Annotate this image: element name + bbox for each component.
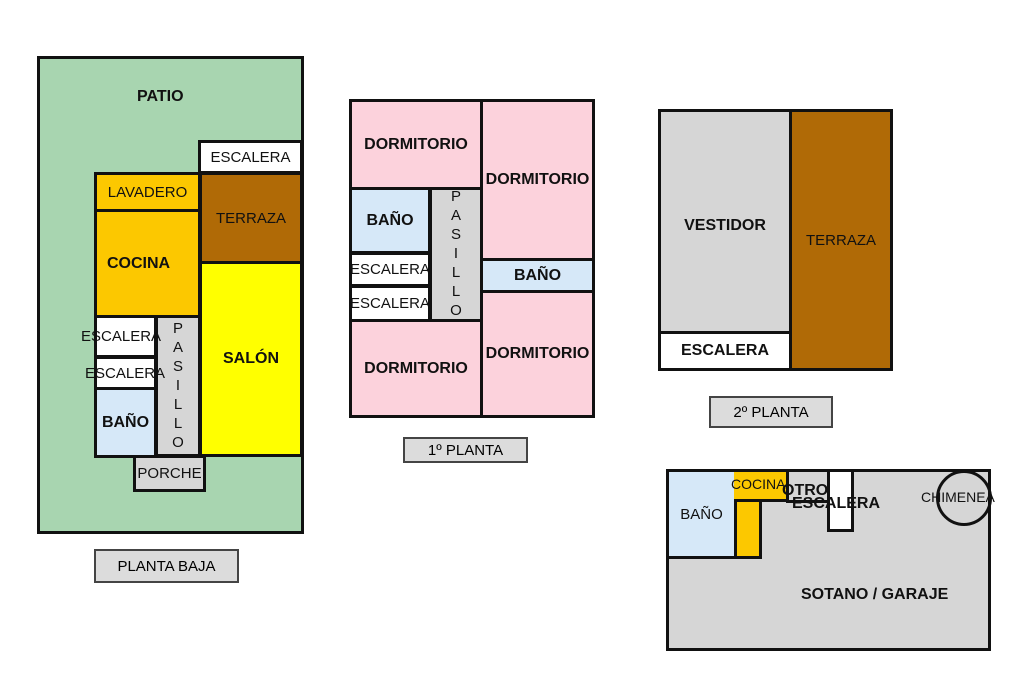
room-escalera-top: ESCALERA	[198, 140, 303, 174]
label-sotano-garaje: SOTANO / GARAJE	[801, 586, 949, 603]
room-bano-baja: BAÑO	[94, 387, 157, 458]
room-escalera-2: ESCALERA	[85, 356, 165, 390]
room-escalera-2: ESCALERA	[658, 331, 792, 371]
room-dormitorio-bl: DORMITORIO	[349, 319, 483, 418]
label-chimenea: CHIMENEA	[921, 489, 995, 505]
room-dormitorio-tl: DORMITORIO	[349, 99, 483, 190]
room-salon: SALÓN	[199, 261, 303, 457]
label-patio: PATIO	[137, 88, 184, 105]
room-dormitorio-tr: DORMITORIO	[480, 99, 595, 261]
room-lavadero: LAVADERO	[94, 172, 201, 212]
room-bano-1-right: BAÑO	[480, 258, 595, 293]
floor-label-2-planta: 2º PLANTA	[709, 396, 833, 428]
label-otro: OTRO	[782, 482, 829, 499]
room-cocina: COCINA	[94, 209, 201, 318]
room-bano-1-left: BAÑO	[349, 187, 431, 254]
chimenea-circle	[936, 470, 992, 526]
room-pasillo-baja: PASILLO	[155, 315, 201, 457]
room-dormitorio-br: DORMITORIO	[480, 290, 595, 418]
room-escalera-sotano	[827, 469, 854, 532]
floor-label-planta-baja: PLANTA BAJA	[94, 549, 239, 583]
room-escalera-1b: ESCALERA	[349, 285, 431, 322]
label-escalera-sotano: ESCALERA	[792, 495, 881, 512]
room-bano-sotano: BAÑO	[666, 469, 737, 559]
room-pasillo-1: PASILLO	[429, 187, 483, 322]
floor-label-1-planta: 1º PLANTA	[403, 437, 528, 463]
room-escalera-1: ESCALERA	[81, 315, 161, 358]
room-porche: PORCHE	[133, 455, 206, 492]
room-escalera-1a: ESCALERA	[349, 252, 431, 287]
room-terraza-baja: TERRAZA	[199, 172, 303, 264]
label-cocina-sotano: COCINA	[731, 476, 786, 492]
room-vestidor: VESTIDOR	[658, 109, 792, 334]
room-terraza-2: TERRAZA	[789, 109, 893, 371]
